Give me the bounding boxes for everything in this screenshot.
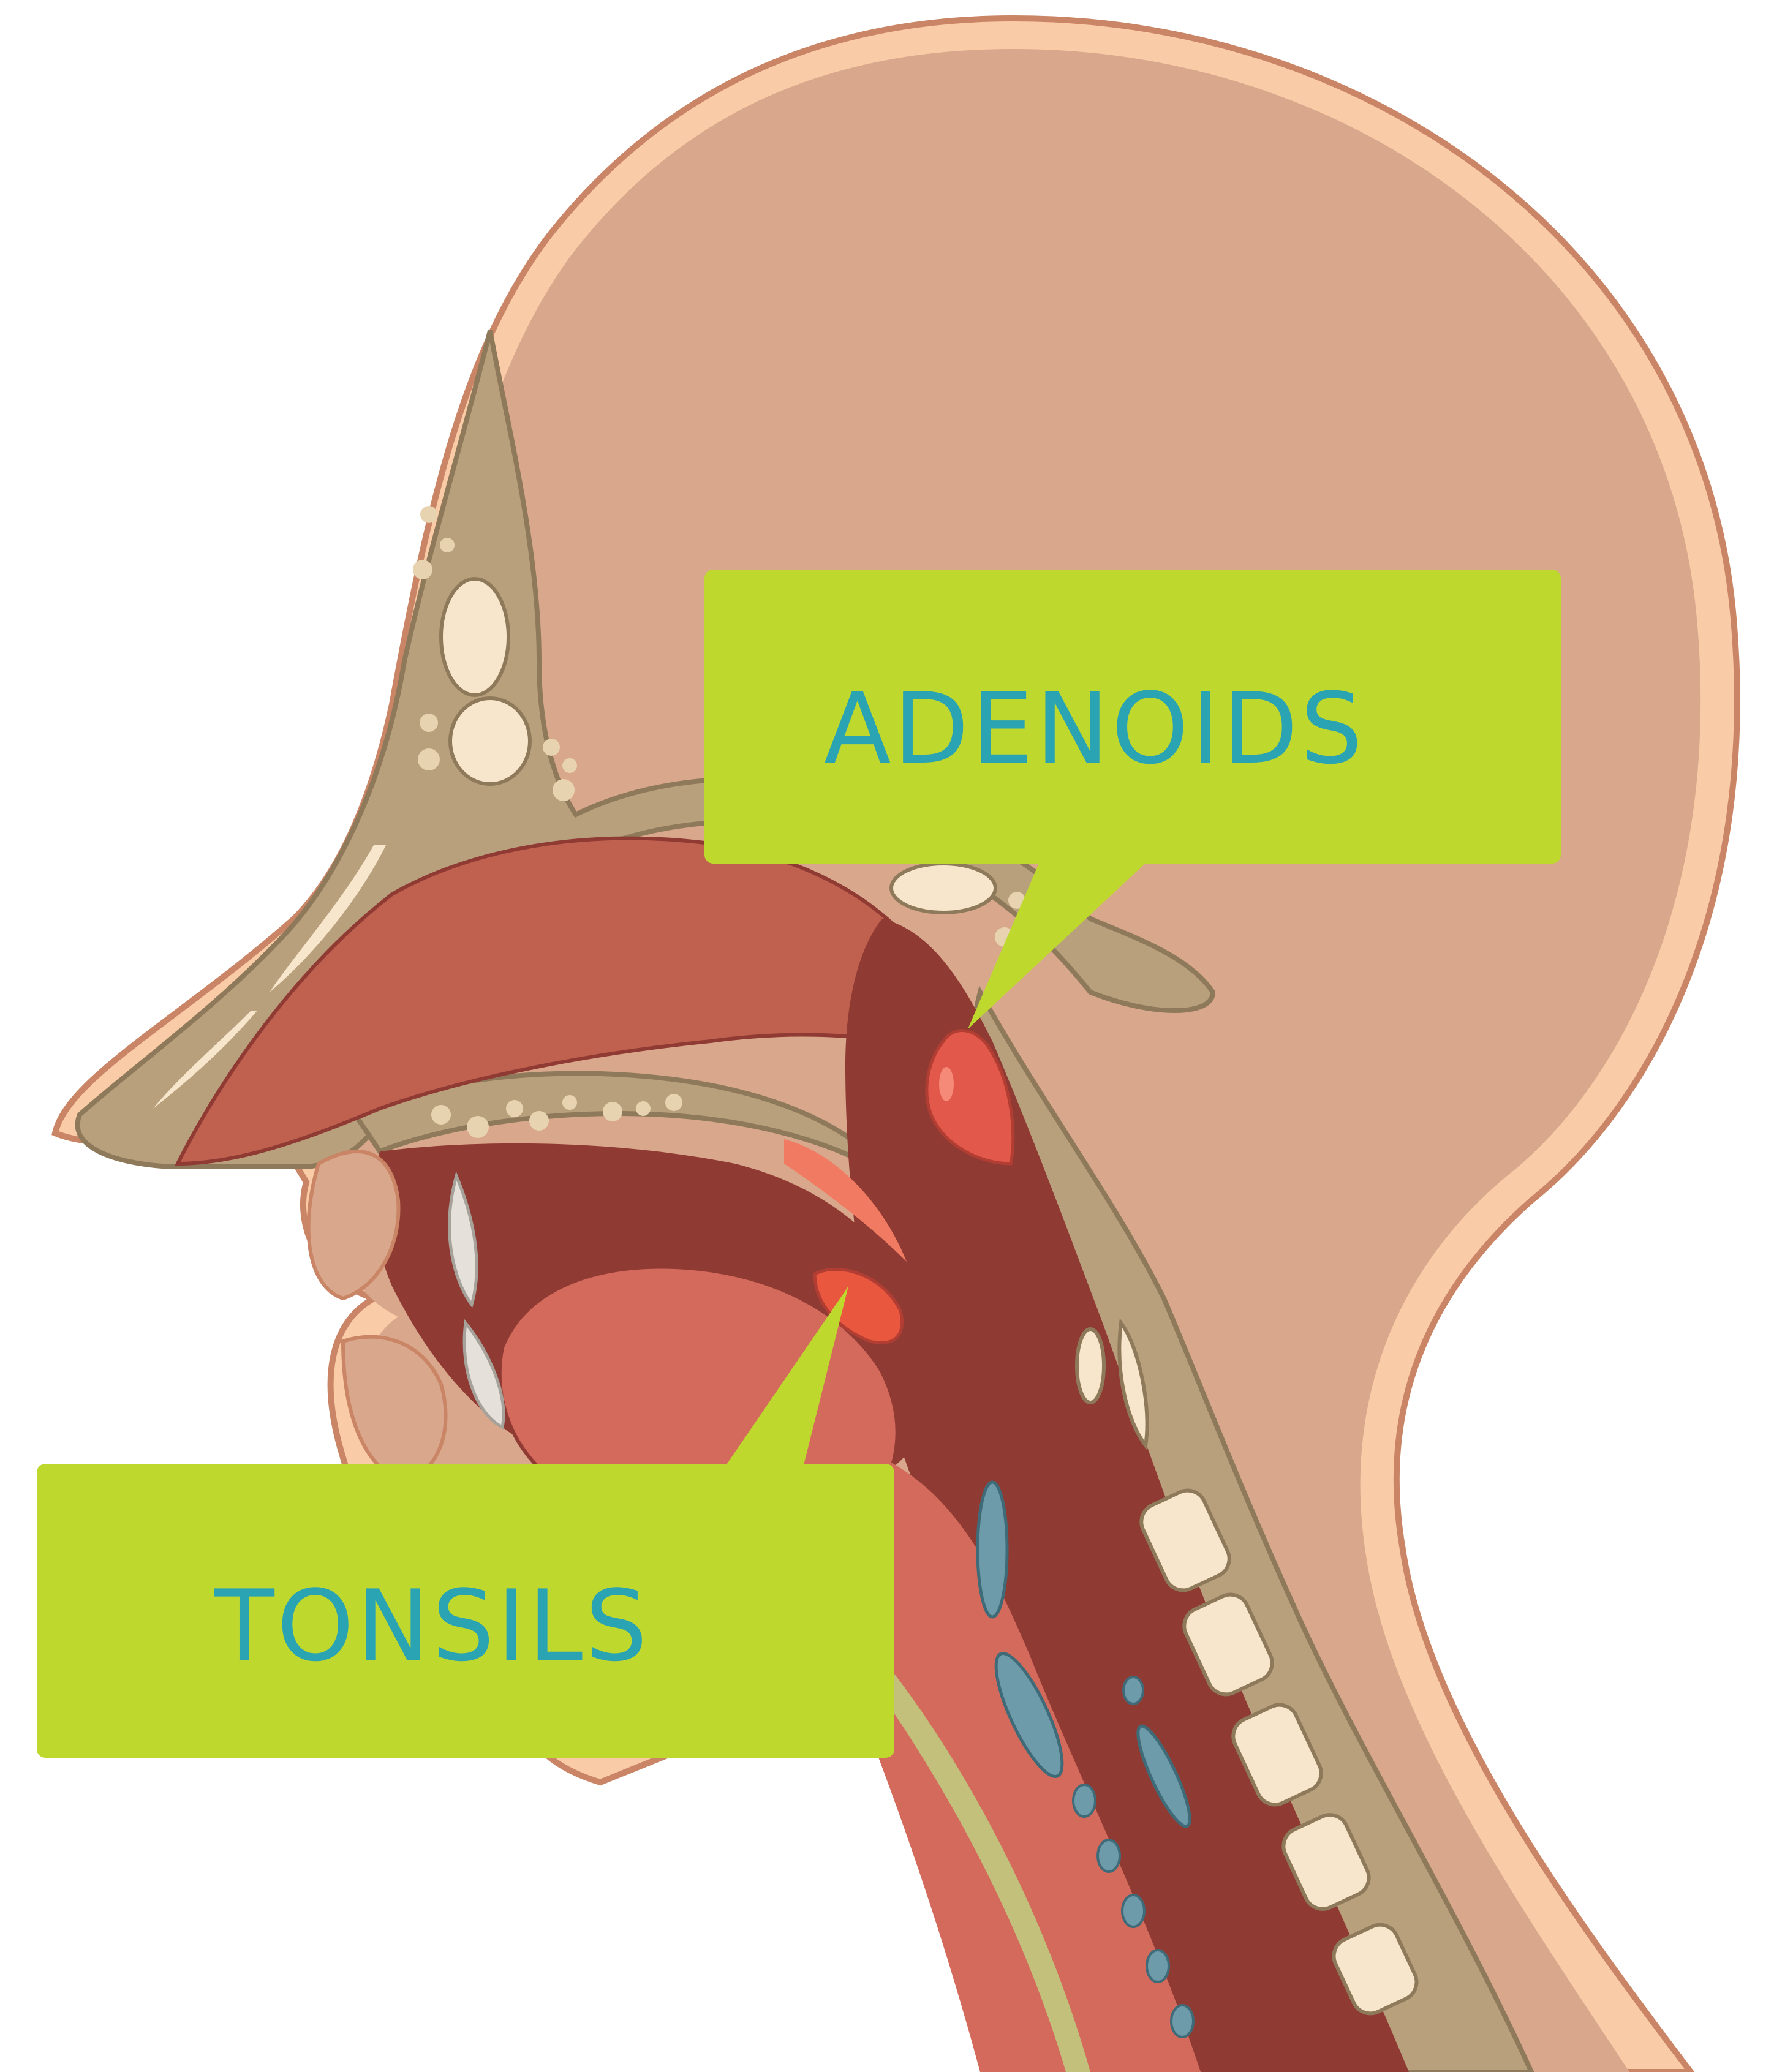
sinus-1 <box>441 579 508 695</box>
adenoids-label: ADENOIDS <box>824 671 1365 786</box>
vocal-cord-1 <box>978 1482 1007 1617</box>
sinus-3 <box>891 864 995 913</box>
adenoids-highlight <box>939 1067 954 1101</box>
sinus-2 <box>450 698 530 784</box>
tonsils-label: TONSILS <box>214 1569 650 1683</box>
